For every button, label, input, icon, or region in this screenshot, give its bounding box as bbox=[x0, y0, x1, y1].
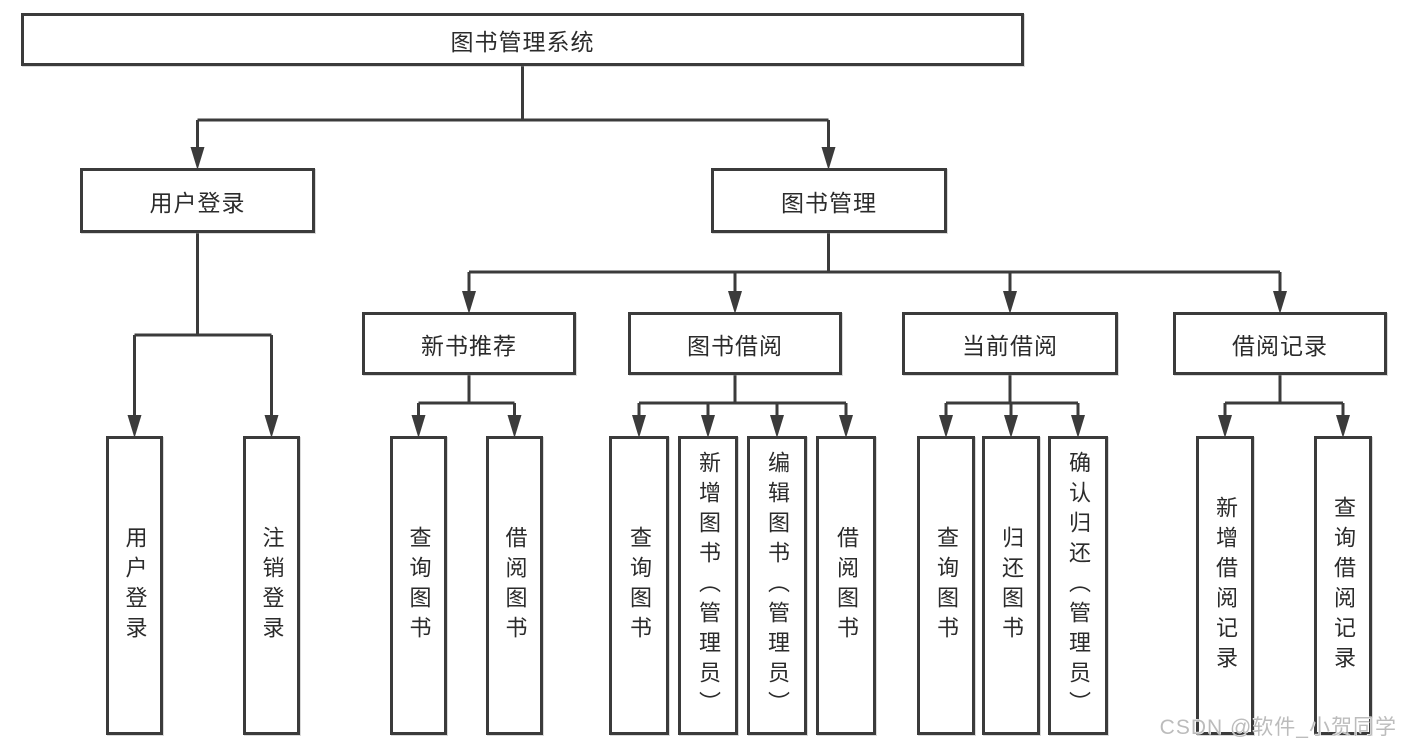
node-label: 图书管理系统 bbox=[450, 28, 595, 55]
node-current-return-books: 归还图书 bbox=[982, 436, 1040, 735]
node-current-borrowing: 当前借阅 bbox=[902, 312, 1118, 375]
node-borrow-records: 借阅记录 bbox=[1173, 312, 1387, 375]
node-records-query-record: 查询借阅记录 bbox=[1314, 436, 1372, 735]
node-borrowing-query-books: 查询图书 bbox=[609, 436, 669, 735]
node-label: 确认归还（管理员） bbox=[1066, 450, 1091, 721]
node-label: 当前借阅 bbox=[962, 332, 1058, 359]
node-label: 借阅记录 bbox=[1232, 332, 1328, 359]
node-label: 新增图书（管理员） bbox=[696, 450, 721, 721]
node-label: 用户登录 bbox=[149, 189, 246, 216]
node-label: 借阅图书 bbox=[834, 525, 859, 646]
node-label: 借阅图书 bbox=[502, 525, 528, 646]
arrowheads bbox=[127, 147, 1350, 438]
node-label: 图书管理 bbox=[781, 189, 877, 216]
node-borrowing-borrow-books: 借阅图书 bbox=[816, 436, 876, 735]
node-borrowing-add-books-admin: 新增图书（管理员） bbox=[678, 436, 738, 735]
node-label: 编辑图书（管理员） bbox=[765, 450, 790, 721]
node-label: 归还图书 bbox=[999, 525, 1024, 646]
node-newbooks-query-books: 查询图书 bbox=[390, 436, 447, 735]
node-label: 用户登录 bbox=[122, 525, 148, 646]
node-records-add-record: 新增借阅记录 bbox=[1196, 436, 1254, 735]
node-label: 查询借阅记录 bbox=[1331, 495, 1356, 676]
node-label: 图书借阅 bbox=[687, 332, 783, 359]
node-user-login-leaf: 用户登录 bbox=[106, 436, 163, 735]
node-label: 新增借阅记录 bbox=[1213, 495, 1238, 676]
watermark: CSDN @软件_小贺同学 bbox=[1159, 716, 1397, 739]
node-book-management: 图书管理 bbox=[711, 168, 947, 233]
node-borrowing-edit-books-admin: 编辑图书（管理员） bbox=[747, 436, 807, 735]
node-new-book-recommend: 新书推荐 bbox=[362, 312, 576, 375]
node-label: 新书推荐 bbox=[421, 332, 517, 359]
node-current-confirm-return-admin: 确认归还（管理员） bbox=[1048, 436, 1108, 735]
node-book-borrowing: 图书借阅 bbox=[628, 312, 842, 375]
node-label: 查询图书 bbox=[406, 525, 432, 646]
node-newbooks-borrow-books: 借阅图书 bbox=[486, 436, 543, 735]
node-library-system: 图书管理系统 bbox=[21, 13, 1024, 66]
node-current-query-books: 查询图书 bbox=[917, 436, 975, 735]
node-label: 查询图书 bbox=[934, 525, 959, 646]
node-user-login: 用户登录 bbox=[80, 168, 315, 233]
node-label: 注销登录 bbox=[259, 525, 285, 646]
node-logout-leaf: 注销登录 bbox=[243, 436, 300, 735]
node-label: 查询图书 bbox=[627, 525, 652, 646]
